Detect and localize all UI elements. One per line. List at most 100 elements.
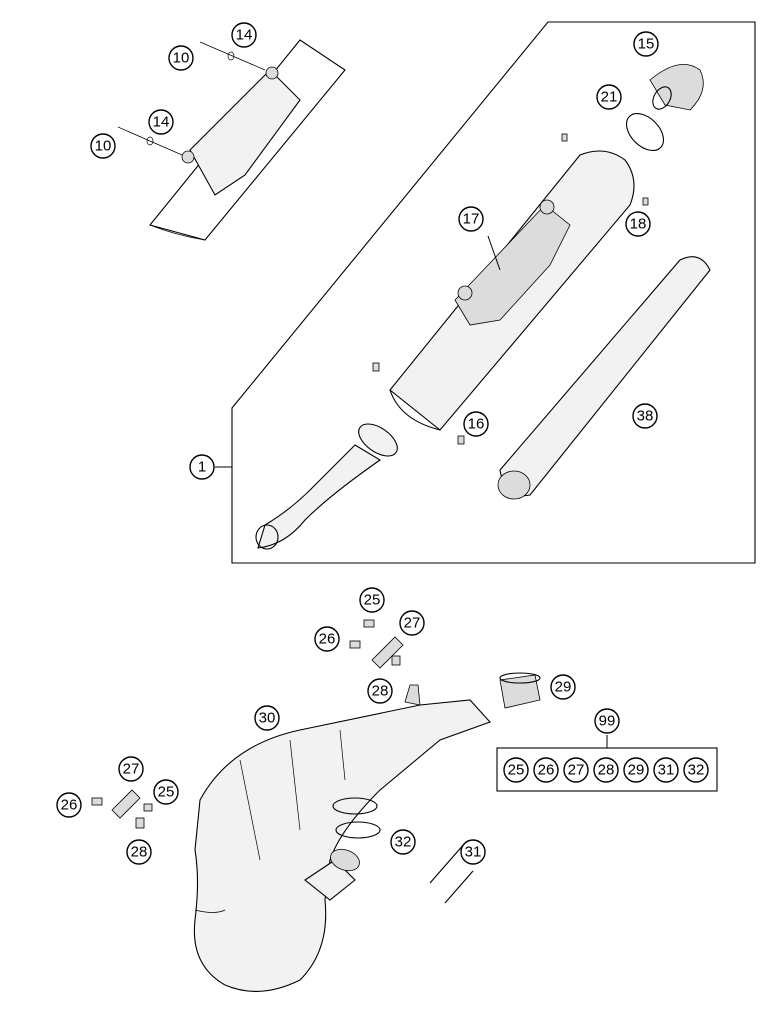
callout-26-top[interactable]: 26 [314,626,340,652]
nut-28-top [391,655,401,666]
leader-17 [487,235,501,271]
bolt-25-left [143,803,153,812]
svg-text:28: 28 [598,762,615,779]
header-inlet-ring [330,848,360,872]
kit-item-32[interactable]: 32 [683,757,709,783]
screw-16 [457,435,465,445]
callout-14b[interactable]: 14 [148,109,174,135]
callout-21[interactable]: 21 [596,84,622,110]
callout-29[interactable]: 29 [550,674,576,700]
callout-28-left[interactable]: 28 [126,839,152,865]
svg-text:14: 14 [236,27,253,44]
svg-text:32: 32 [395,834,412,851]
inset-bolt-head-lower [181,150,195,164]
inset-bolt-upper [199,41,266,71]
bolt-26-left [91,797,103,806]
inlet-flange [358,423,398,457]
silencer-mount-lower [457,285,473,301]
svg-text:26: 26 [61,797,78,814]
insert-end [497,470,531,500]
pipe-mount-tab [404,684,421,706]
spring-a [429,842,466,884]
svg-text:15: 15 [638,36,655,53]
kit-item-27[interactable]: 27 [563,757,589,783]
svg-text:17: 17 [463,211,480,228]
callout-15[interactable]: 15 [633,31,659,57]
bracket-27-top [371,636,404,669]
inset-clamp-detail [117,39,346,241]
svg-text:14: 14 [153,114,170,131]
inset-bolt-lower [117,126,183,156]
spring-b [444,870,474,904]
svg-text:31: 31 [658,762,675,779]
callout-10b[interactable]: 10 [90,133,116,159]
callout-30[interactable]: 30 [254,705,280,731]
callout-10a[interactable]: 10 [168,45,194,71]
inset-bolt-head-upper [265,66,279,80]
end-cap-outlet [652,86,672,110]
callout-25-left[interactable]: 25 [153,779,179,805]
svg-text:29: 29 [555,679,572,696]
svg-text:30: 30 [259,710,276,727]
callout-18[interactable]: 18 [625,211,651,237]
screw-body [372,362,380,372]
gasket-upper [332,797,378,815]
svg-text:38: 38 [637,408,654,425]
svg-text:29: 29 [628,762,645,779]
callout-14a[interactable]: 14 [231,22,257,48]
svg-text:18: 18 [630,216,647,233]
kit-item-25[interactable]: 25 [503,757,529,783]
svg-text:32: 32 [688,762,705,779]
header-weld-band [194,909,226,913]
svg-text:31: 31 [465,844,482,861]
svg-text:27: 27 [404,615,421,632]
callout-17[interactable]: 17 [458,206,484,232]
kit-item-26[interactable]: 26 [533,757,559,783]
svg-text:25: 25 [158,784,175,801]
rubber-coupling-top [499,672,541,684]
kit-item-29[interactable]: 29 [623,757,649,783]
silencer-assembly [255,63,711,550]
callout-25-top[interactable]: 25 [359,587,385,613]
nut-28-left [135,817,145,829]
callout-27-left[interactable]: 27 [118,756,144,782]
inset-washer-upper [227,51,235,61]
kit-item-31[interactable]: 31 [653,757,679,783]
svg-text:25: 25 [364,592,381,609]
svg-text:10: 10 [173,50,190,67]
kit-item-28[interactable]: 28 [593,757,619,783]
callout-1[interactable]: 1 [189,454,215,480]
svg-text:21: 21 [601,89,618,106]
callout-27-top[interactable]: 27 [399,610,425,636]
exhaust-pipe-assembly [91,619,541,992]
callout-32[interactable]: 32 [390,829,416,855]
bolt-25-top [363,619,375,628]
svg-text:99: 99 [599,713,616,730]
svg-text:26: 26 [538,762,555,779]
silencer-inlet-pipe [257,444,382,549]
inset-washer-lower [146,136,154,146]
svg-text:25: 25 [508,762,525,779]
header-seams [239,729,346,861]
svg-text:10: 10 [95,138,112,155]
callout-28-top[interactable]: 28 [367,678,393,704]
gasket-lower [335,821,381,839]
callout-99[interactable]: 99 [594,708,620,734]
svg-text:1: 1 [198,459,206,476]
svg-text:27: 27 [123,761,140,778]
callout-26-left[interactable]: 26 [56,792,82,818]
o-ring [626,113,664,151]
silencer-rear-edge [389,389,441,431]
callout-16[interactable]: 16 [463,411,489,437]
silencer-assembly-frame [231,21,756,564]
inlet-opening [255,524,279,550]
svg-text:28: 28 [131,844,148,861]
callout-38[interactable]: 38 [632,403,658,429]
screw-18 [642,197,649,206]
rubber-coupling [499,674,541,709]
callout-31[interactable]: 31 [460,839,486,865]
inset-silencer-edge [149,224,206,241]
silencer-mount-upper [539,199,555,215]
